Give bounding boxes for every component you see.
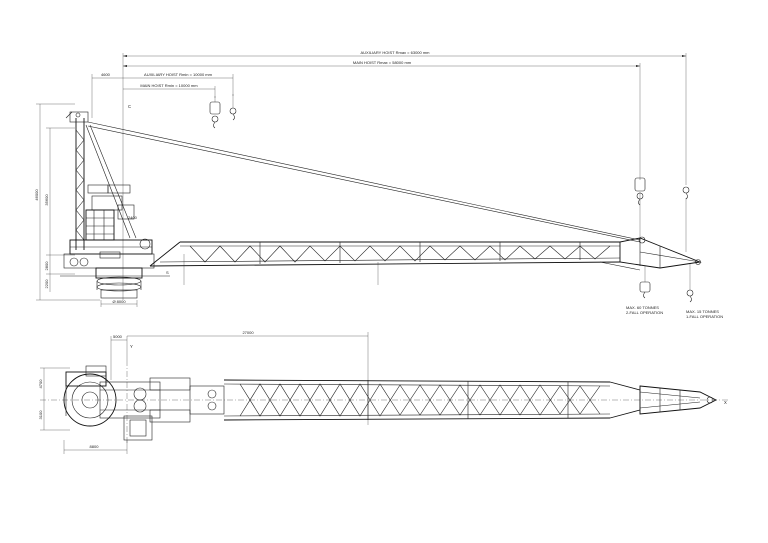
plan-width-label: 8800	[90, 444, 100, 449]
main-note-line1: MAX. 60 TONNES	[626, 305, 659, 310]
hooks-rmax	[634, 177, 690, 206]
plan-offset-label: 5000	[113, 334, 123, 339]
tip-hooks	[639, 264, 694, 303]
aux-note-line1: MAX. 15 TONNES	[686, 309, 719, 314]
plan-left-1: 4700	[38, 379, 43, 389]
luffing-rope	[87, 121, 687, 252]
axis-x-label: X	[724, 400, 727, 405]
side-view-mast: 2400 Ø 8000 S	[60, 111, 170, 307]
top-dimensions: AUXILIARY HOIST Rmax = 63000 mm MAIN HOI…	[91, 50, 687, 300]
main-note-line2: 2-FALL OPERATION	[626, 310, 663, 315]
plan-left-2: 3100	[38, 410, 43, 420]
left-height-3: 2800	[44, 261, 49, 271]
axis-y-label: Y	[130, 344, 133, 349]
main-min-label: MAIN HOIST Rmin = 10000 mm	[140, 83, 198, 88]
axis-c-label: C	[128, 104, 131, 109]
side-view-boom	[149, 236, 702, 285]
aux-note-line2: 1-FALL OPERATION	[686, 314, 723, 319]
plan-length-label: 27000	[242, 330, 254, 335]
left-height-2: 35600	[44, 194, 49, 206]
plan-view: 5000 Y 27000 X 4700 3100 8800	[38, 330, 730, 454]
aux-radius-label: AUXILIARY HOIST Rmax = 63000 mm	[360, 50, 430, 55]
base-width-label: Ø 8000	[112, 299, 126, 304]
left-height-1: 46000	[34, 189, 39, 201]
hook-notes: MAX. 60 TONNES 2-FALL OPERATION MAX. 15 …	[626, 305, 723, 319]
hooks-rmin	[209, 94, 237, 129]
left-height-dimensions: 46000 35600 2800 2200	[34, 103, 100, 301]
aux-min-label: AUXILIARY HOIST Rmin = 10000 mm	[144, 72, 213, 77]
left-height-4: 2200	[44, 279, 49, 289]
small-dim-label: 2400	[128, 215, 138, 220]
offset-top-label: 4600	[101, 72, 111, 77]
axis-s-label: S	[166, 270, 169, 275]
main-radius-label: MAIN HOIST Rmax = 58000 mm	[353, 60, 412, 65]
